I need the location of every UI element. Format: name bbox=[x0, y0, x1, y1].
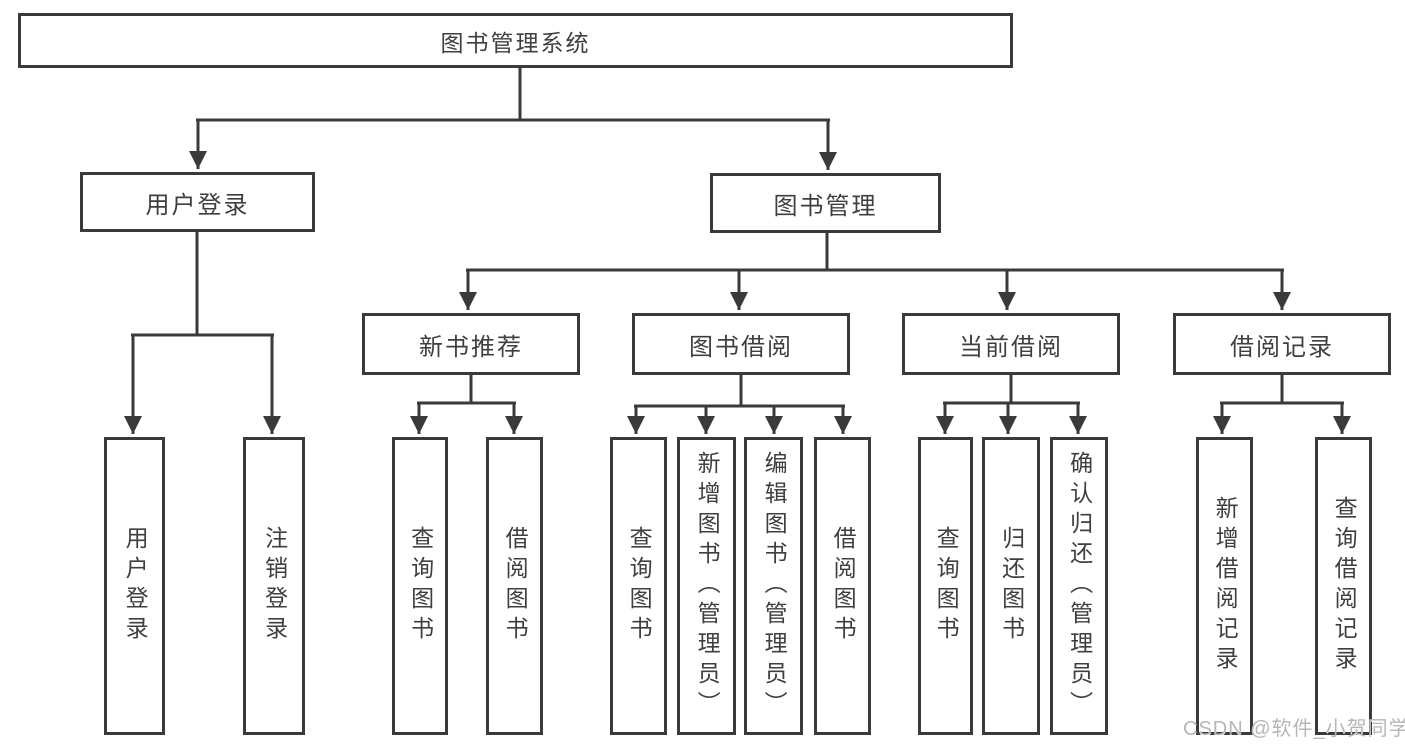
leaf-label: 新增图书（管理员） bbox=[694, 451, 721, 721]
leaf-label: 查询图书 bbox=[407, 526, 434, 646]
node-library-management-system: 图书管理系统 bbox=[18, 13, 1013, 68]
node-label: 图书管理 bbox=[773, 192, 878, 220]
node-borrowing-records: 借阅记录 bbox=[1173, 313, 1391, 375]
leaf-label: 归还图书 bbox=[998, 526, 1025, 646]
node-book-borrowing: 图书借阅 bbox=[632, 313, 850, 375]
node-new-book-recommendation: 新书推荐 bbox=[362, 313, 580, 375]
leaf-label: 确认归还（管理员） bbox=[1066, 451, 1093, 721]
leaf-add-books-admin: 新增图书（管理员） bbox=[677, 437, 736, 735]
leaf-query-books-current: 查询图书 bbox=[918, 437, 973, 735]
leaf-borrow-books: 借阅图书 bbox=[814, 437, 871, 735]
node-label: 图书借阅 bbox=[689, 333, 793, 361]
leaf-query-books-rec: 查询图书 bbox=[392, 437, 448, 735]
leaf-label: 查询图书 bbox=[933, 526, 960, 646]
leaf-label: 查询图书 bbox=[626, 526, 653, 646]
leaf-add-borrow-record: 新增借阅记录 bbox=[1196, 437, 1253, 735]
leaf-label: 借阅图书 bbox=[830, 526, 857, 646]
leaf-label: 注销登录 bbox=[261, 526, 288, 646]
leaf-confirm-return-admin: 确认归还（管理员） bbox=[1050, 437, 1108, 735]
node-label: 当前借阅 bbox=[959, 333, 1063, 361]
leaf-query-books-borrow: 查询图书 bbox=[610, 437, 667, 735]
leaf-label: 查询借阅记录 bbox=[1331, 496, 1358, 676]
node-book-management: 图书管理 bbox=[710, 173, 941, 233]
leaf-label: 借阅图书 bbox=[502, 526, 529, 646]
leaf-label: 编辑图书（管理员） bbox=[761, 451, 788, 721]
node-label: 借阅记录 bbox=[1230, 333, 1334, 361]
leaf-borrow-books-rec: 借阅图书 bbox=[486, 437, 543, 735]
leaf-label: 用户登录 bbox=[122, 526, 149, 646]
leaf-user-login: 用户登录 bbox=[104, 437, 165, 735]
node-label: 图书管理系统 bbox=[440, 29, 591, 56]
csdn-watermark: CSDN @软件_小贺同学 bbox=[1183, 718, 1405, 740]
node-user-login-group: 用户登录 bbox=[80, 172, 315, 232]
node-label: 用户登录 bbox=[145, 191, 250, 219]
leaf-logout: 注销登录 bbox=[243, 437, 305, 735]
node-current-borrowing: 当前借阅 bbox=[902, 313, 1120, 375]
leaf-query-borrow-record: 查询借阅记录 bbox=[1315, 437, 1372, 735]
node-label: 新书推荐 bbox=[419, 333, 523, 361]
leaf-label: 新增借阅记录 bbox=[1212, 496, 1239, 676]
leaf-edit-books-admin: 编辑图书（管理员） bbox=[744, 437, 803, 735]
leaf-return-books: 归还图书 bbox=[982, 437, 1040, 735]
